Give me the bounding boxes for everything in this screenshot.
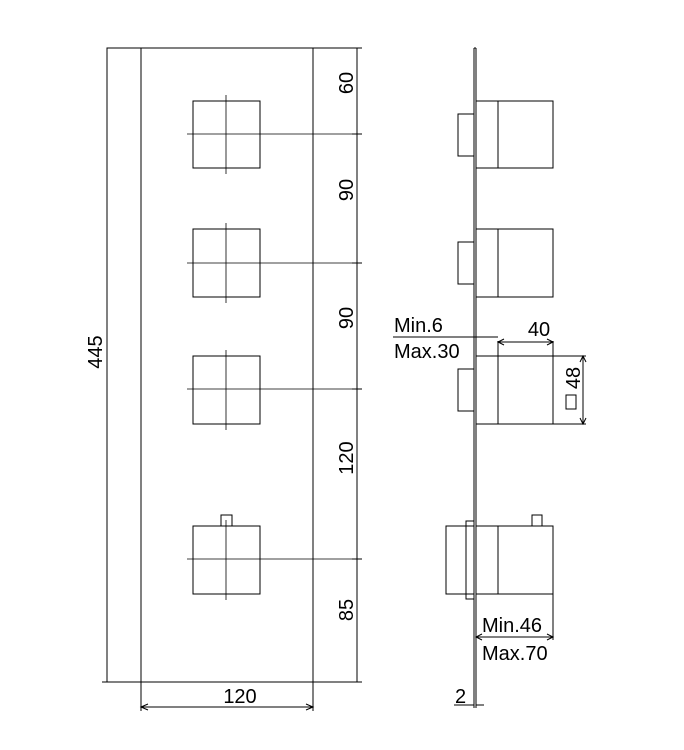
spacing-label-3: 90 <box>336 307 358 329</box>
spacing-label-1: 60 <box>336 72 358 94</box>
front-bottom-dimension <box>139 703 315 711</box>
knob-depth-label: 40 <box>528 319 550 341</box>
front-view-labels: 445 120 60 90 90 120 85 <box>85 72 358 708</box>
side-view <box>393 47 587 708</box>
wall-depth-max-label: Max.30 <box>394 341 460 363</box>
front-knob-1 <box>187 95 360 174</box>
side-knob-1 <box>457 100 554 169</box>
side-knob-3 <box>457 355 554 425</box>
projection-dimension <box>474 594 555 641</box>
front-right-dimension <box>352 47 362 683</box>
side-diverter <box>445 514 554 600</box>
front-knob-3 <box>187 350 360 430</box>
projection-min-label: Min.46 <box>482 615 542 637</box>
height-label: 445 <box>85 335 107 368</box>
projection-max-label: Max.70 <box>482 643 548 665</box>
spacing-label-2: 90 <box>336 179 358 201</box>
front-knob-2 <box>187 223 360 303</box>
front-view <box>102 47 362 711</box>
side-knob-2 <box>457 228 554 298</box>
knob-size-label: 48 <box>563 367 585 389</box>
side-view-labels: Min.6 Max.30 40 48 Min.46 Max.70 2 <box>394 315 585 708</box>
knob-depth-dimension <box>496 338 555 356</box>
width-label: 120 <box>223 686 256 708</box>
square-symbol <box>565 394 577 410</box>
front-plate-outline <box>106 47 358 683</box>
spacing-label-4: 120 <box>336 441 358 474</box>
spacing-label-5: 85 <box>336 599 358 621</box>
wall-depth-min-label: Min.6 <box>394 315 443 337</box>
plate-thickness-label: 2 <box>455 686 466 708</box>
front-knob-4 <box>187 514 360 600</box>
knob-size-dimension <box>553 354 587 426</box>
